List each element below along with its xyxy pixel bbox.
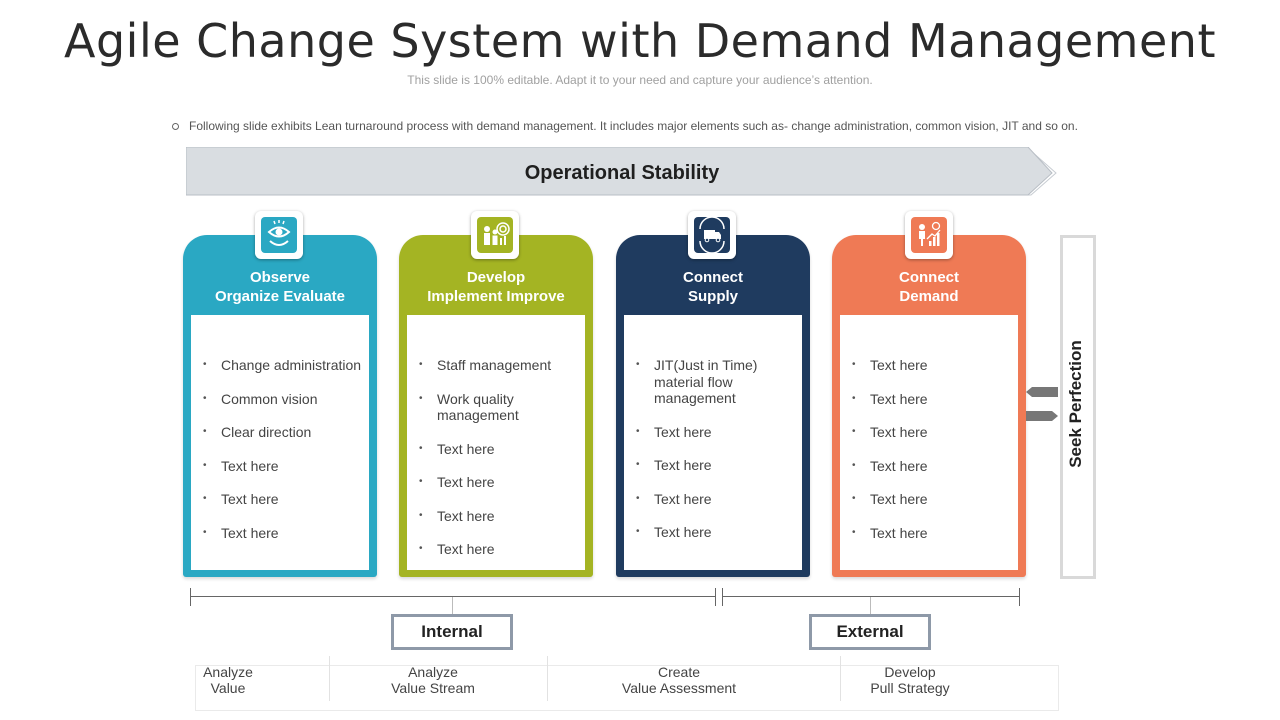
- card-heading-line2: Demand: [899, 288, 959, 305]
- supply-icon-box: [688, 211, 736, 259]
- bottom-step-line1: Develop: [884, 664, 936, 680]
- list-item: Text here: [636, 424, 796, 441]
- seek-perfection-label: Seek Perfection: [1066, 340, 1085, 468]
- external-connector: [870, 597, 871, 614]
- card-heading-line1: Observe: [249, 269, 311, 286]
- card-body: Change administration Common vision Clea…: [191, 315, 369, 570]
- bottom-step-line1: Analyze: [203, 664, 253, 680]
- card-heading-line2: Supply: [687, 288, 738, 305]
- bottom-strip: [195, 665, 1059, 711]
- list-item: Common vision: [203, 391, 363, 408]
- page-title: Agile Change System with Demand Manageme…: [64, 14, 1216, 68]
- growth-chart-icon: [919, 221, 941, 246]
- list-item: Text here: [419, 541, 579, 558]
- left-arrow-icon: [1026, 387, 1058, 397]
- bottom-step-line1: Analyze: [408, 664, 458, 680]
- card-body: JIT(Just in Time) material flow manageme…: [624, 315, 802, 570]
- list-item: Clear direction: [203, 424, 363, 441]
- list-item: JIT(Just in Time) material flow manageme…: [636, 357, 796, 407]
- eye-hand-icon: [267, 220, 291, 246]
- description-text: Following slide exhibits Lean turnaround…: [189, 119, 1078, 133]
- delivery-truck-icon: [699, 217, 725, 253]
- internal-connector: [452, 597, 453, 614]
- bottom-step-line2: Value Assessment: [621, 680, 737, 696]
- banner-label: Operational Stability: [524, 162, 720, 184]
- list-item: Text here: [419, 508, 579, 525]
- internal-bracket: [190, 588, 716, 606]
- list-item: Text here: [636, 491, 796, 508]
- list-item: Text here: [852, 424, 1012, 441]
- list-item: Staff management: [419, 357, 579, 374]
- team-target-icon: [484, 222, 510, 245]
- list-item: Text here: [203, 458, 363, 475]
- list-item: Text here: [419, 441, 579, 458]
- list-item: Text here: [419, 474, 579, 491]
- demand-icon-box: [905, 211, 953, 259]
- right-arrow-icon: [1026, 411, 1058, 421]
- divider: [547, 656, 548, 701]
- bottom-step-line2: Pull Strategy: [870, 680, 950, 696]
- seek-perfection-box: [1060, 235, 1096, 579]
- card-body: Staff management Work quality management…: [407, 315, 585, 570]
- card-heading-line2: Implement Improve: [427, 288, 565, 305]
- develop-icon-box: [471, 211, 519, 259]
- external-bracket: [722, 588, 1020, 606]
- card-heading-line1: Connect: [683, 269, 743, 286]
- list-item: Text here: [852, 491, 1012, 508]
- list-item: Text here: [852, 458, 1012, 475]
- card-heading-line1: Develop: [466, 269, 526, 286]
- list-item: Work quality management: [419, 391, 579, 424]
- bottom-step-line1: Create: [657, 664, 701, 680]
- divider: [840, 656, 841, 701]
- card-heading-line1: Connect: [899, 269, 959, 286]
- bottom-step-line2: Value: [210, 680, 246, 696]
- operational-stability-arrow: [186, 147, 1057, 196]
- internal-label: Internal: [391, 614, 513, 650]
- card-body: Text here Text here Text here Text here …: [840, 315, 1018, 570]
- divider: [329, 656, 330, 701]
- list-item: Text here: [636, 457, 796, 474]
- list-item: Change administration: [203, 357, 363, 374]
- list-item: Text here: [852, 391, 1012, 408]
- list-item: Text here: [852, 525, 1012, 542]
- subtitle: This slide is 100% editable. Adapt it to…: [407, 73, 873, 87]
- card-heading-line2: Organize Evaluate: [214, 288, 346, 305]
- list-item: Text here: [852, 357, 1012, 374]
- bullet-circle-icon: [172, 123, 179, 131]
- external-label: External: [809, 614, 931, 650]
- description: Following slide exhibits Lean turnaround…: [172, 119, 1078, 133]
- bottom-step-line2: Value Stream: [391, 680, 475, 696]
- list-item: Text here: [203, 491, 363, 508]
- observe-icon-box: [255, 211, 303, 259]
- list-item: Text here: [203, 525, 363, 542]
- list-item: Text here: [636, 524, 796, 541]
